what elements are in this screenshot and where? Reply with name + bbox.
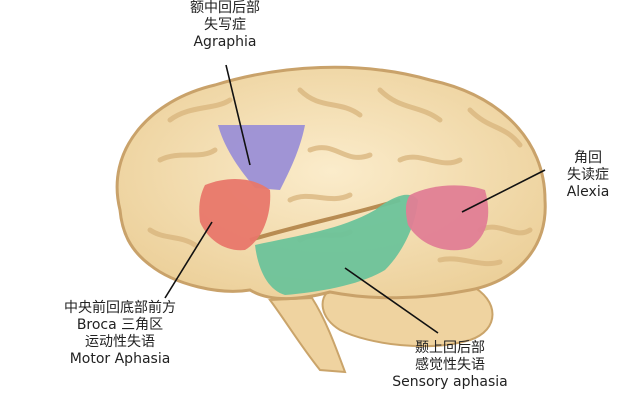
- alexia-label-line-1: 角回: [574, 150, 602, 166]
- motor-label-line-1: 中央前回底部前方: [64, 300, 176, 316]
- alexia-label-line-2: 失读症: [567, 167, 609, 183]
- sensory-region: [255, 194, 418, 295]
- sensory-label-line-3: Sensory aphasia: [392, 374, 508, 390]
- motor-leader-line: [164, 221, 213, 299]
- alexia-leader-line: [461, 169, 546, 213]
- motor-aphasia-label: 中央前回底部前方 Broca 三角区 运动性失语 Motor Aphasia: [20, 300, 220, 368]
- alexia-label-line-3: Alexia: [566, 184, 610, 200]
- sensory-leader-line: [344, 267, 439, 334]
- motor-label-line-3: 运动性失语: [85, 334, 155, 350]
- leader-lines: [164, 64, 546, 334]
- agraphia-label-line-2: 失写症: [204, 17, 246, 33]
- sensory-label-line-1: 颞上回后部: [415, 340, 485, 356]
- motor-label-line-4: Motor Aphasia: [69, 351, 171, 367]
- alexia-label: 角回 失读症 Alexia: [538, 150, 638, 201]
- brainstem: [268, 296, 347, 374]
- agraphia-label-line-3: Agraphia: [193, 34, 257, 50]
- agraphia-label: 额中回后部 失写症 Agraphia: [150, 0, 300, 51]
- agraphia-label-line-1: 额中回后部: [190, 0, 260, 16]
- motor-label-line-2: Broca 三角区: [76, 317, 164, 333]
- agraphia-leader-line: [225, 64, 251, 166]
- motor-region: [199, 178, 271, 251]
- agraphia-region: [218, 125, 305, 190]
- alexia-region: [405, 185, 489, 251]
- sensory-label-line-2: 感觉性失语: [415, 357, 485, 373]
- sensory-aphasia-label: 颞上回后部 感觉性失语 Sensory aphasia: [370, 340, 530, 391]
